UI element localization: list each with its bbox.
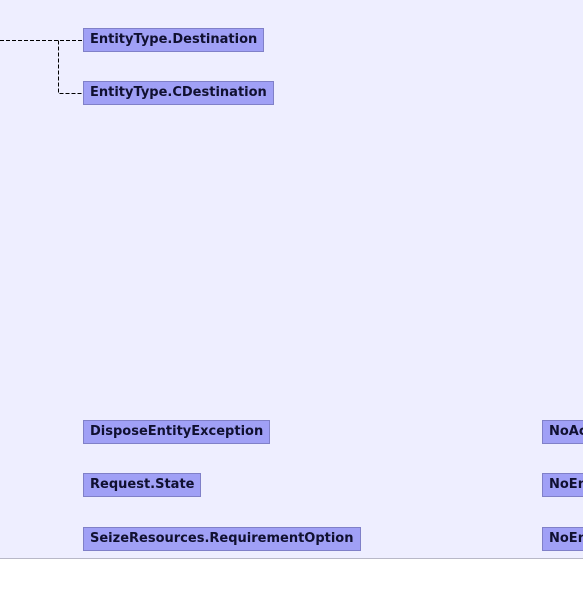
node-noen-clipped[interactable]: NoEn: [542, 473, 583, 497]
connector-to-cdestination: [58, 40, 83, 94]
node-noac-clipped[interactable]: NoAc: [542, 420, 583, 444]
node-entitytype-cdestination[interactable]: EntityType.CDestination: [83, 81, 274, 105]
connector-lines: [0, 40, 83, 94]
node-seizeresources-requirementoption[interactable]: SeizeResources.RequirementOption: [83, 527, 361, 551]
class-hierarchy-diagram: EntityType.Destination EntityType.CDesti…: [0, 0, 583, 559]
node-entitytype-destination[interactable]: EntityType.Destination: [83, 28, 265, 52]
node-noen-clipped-2[interactable]: NoEn: [542, 527, 583, 551]
node-request-state[interactable]: Request.State: [83, 473, 202, 497]
node-disposeentityexception[interactable]: DisposeEntityException: [83, 420, 271, 444]
